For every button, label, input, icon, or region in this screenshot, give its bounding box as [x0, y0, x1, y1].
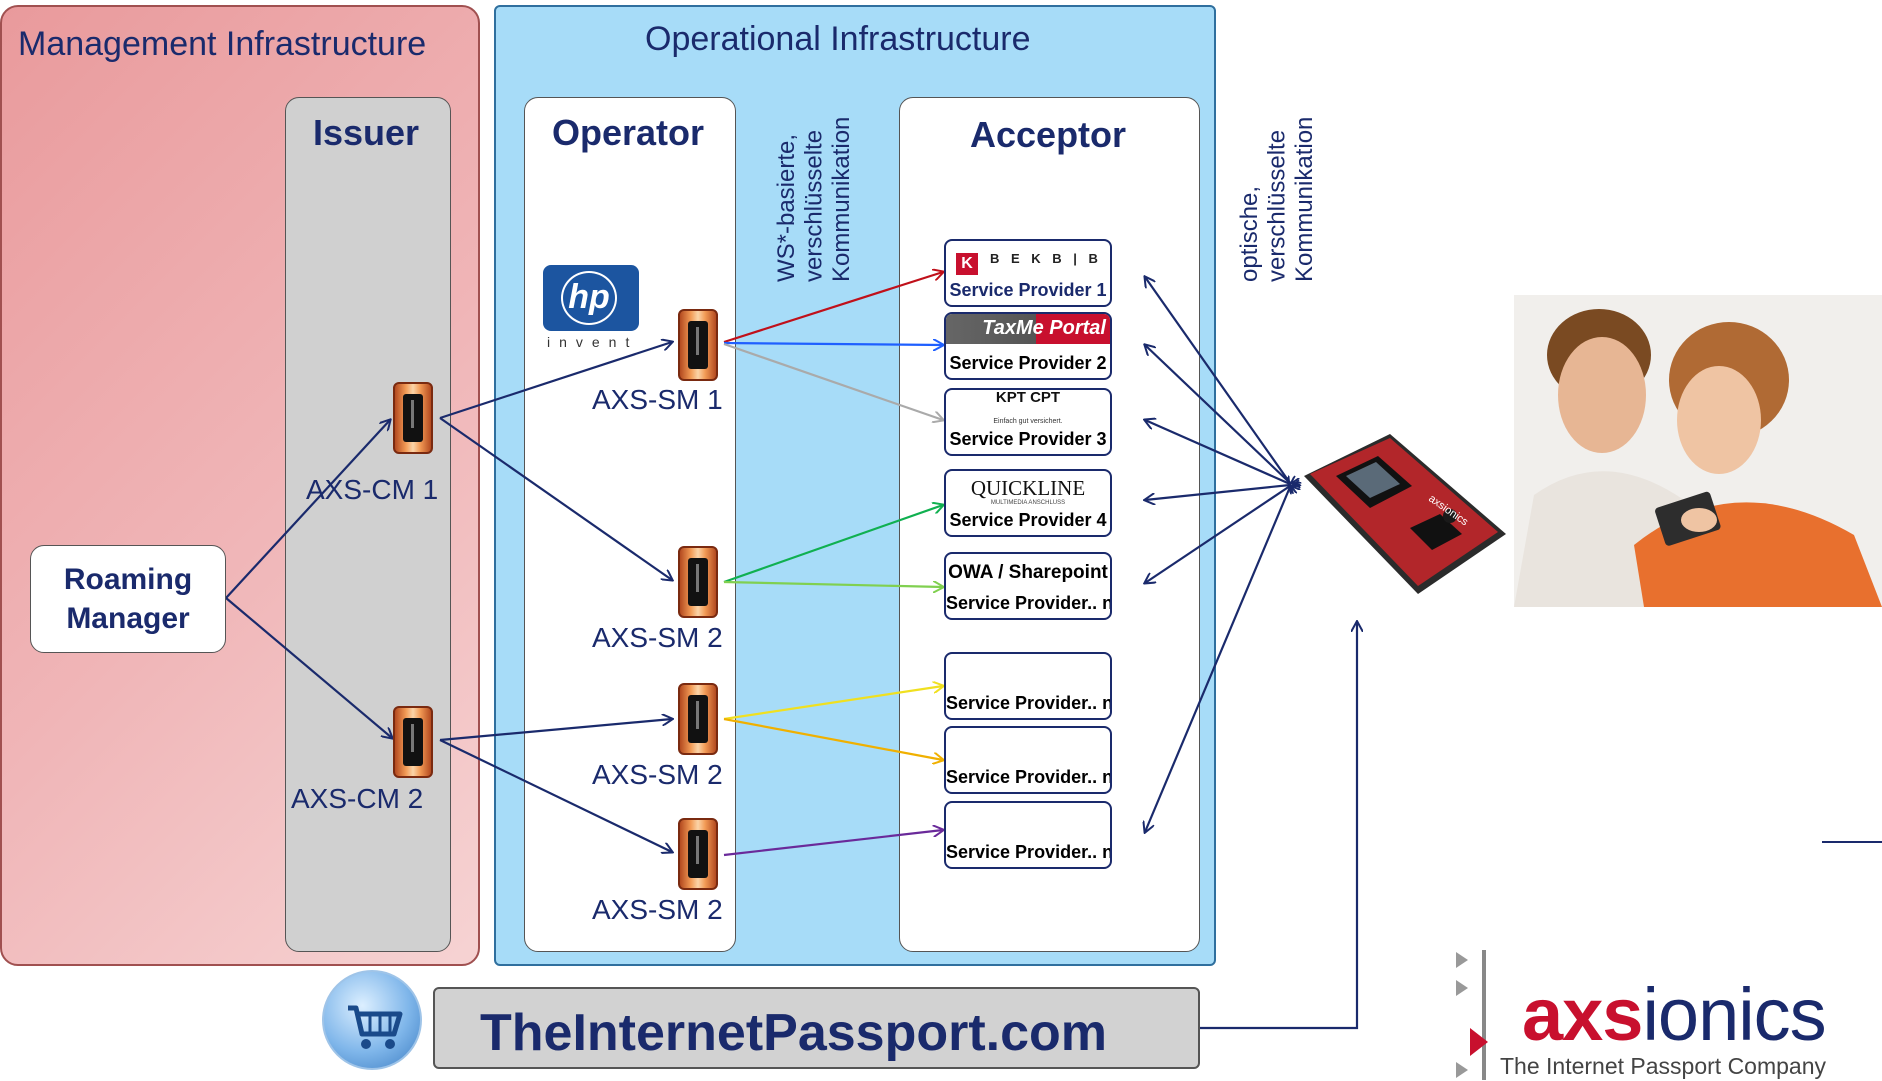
website-url-bar[interactable] [433, 987, 1200, 1069]
arrow-cm1-sm2a [439, 417, 672, 580]
owa-sharepoint-text: OWA / Sharepoint [948, 562, 1108, 583]
service-provider-1-label: Service Provider 1 [949, 280, 1107, 300]
service-provider-8[interactable]: Service Provider.. n [944, 801, 1112, 869]
axsionics-logo-mark-icon [1456, 950, 1488, 1080]
axs-passport-device-icon: axsionics [1304, 434, 1506, 594]
axs-cm-1-label: AXS-CM 1 [306, 474, 439, 505]
operator-title: Operator [552, 112, 705, 153]
server-axs-sm-1-icon [678, 309, 718, 381]
arrow-sm2a-sp4 [723, 505, 943, 584]
service-provider-2[interactable]: TaxMe Portal Service Provider 2 [944, 312, 1112, 380]
service-provider-5-label: Service Provider.. n [946, 593, 1112, 613]
website-url-text[interactable]: TheInternetPassport.com [480, 1004, 1108, 1062]
people-photo [1514, 295, 1882, 607]
taxme-logo-banner [946, 314, 1110, 344]
service-provider-7[interactable]: Service Provider.. n [944, 726, 1112, 794]
axsionics-tagline: The Internet Passport Company [1500, 1053, 1826, 1079]
arrow-roaming-cm1 [225, 420, 390, 599]
service-provider-7-label: Service Provider.. n [946, 767, 1112, 787]
management-infrastructure-title: Management Infrastructure [18, 25, 427, 63]
arrow-cm2-sm2b [439, 719, 672, 742]
arrow-sm2a-sp5 [723, 582, 943, 587]
hp-logo: hp [543, 265, 639, 331]
server-axs-sm-2c-icon [678, 818, 718, 890]
arrow-sm2b-sp7 [723, 717, 943, 760]
bekb-logo-text: B E K B | B C B E [990, 251, 1110, 266]
people-photo-illustration [1514, 295, 1882, 607]
arrow-device-sp8 [1145, 487, 1290, 832]
issuer-title: Issuer [313, 112, 420, 153]
service-provider-4[interactable]: QUICKLINE MULTIMEDIA ANSCHLUSS Service P… [944, 469, 1112, 537]
arrow-sm1-sp3 [723, 342, 943, 420]
shopping-cart-icon[interactable] [322, 970, 422, 1070]
arrow-device-sp5 [1145, 486, 1290, 583]
axsionics-logo-text: axsionics [1522, 973, 1827, 1056]
service-provider-1[interactable]: K B E K B | B C B E Service Provider 1 [944, 239, 1112, 307]
service-provider-3[interactable]: KPT CPT Einfach gut versichert. Service … [944, 388, 1112, 456]
service-provider-5[interactable]: OWA / Sharepoint Service Provider.. n [944, 552, 1112, 620]
arrow-cm2-sm2c [439, 739, 672, 852]
server-axs-cm-1-icon [393, 382, 433, 454]
service-provider-3-label: Service Provider 3 [949, 429, 1107, 449]
issuer-column [285, 97, 451, 952]
arrow-url-to-device [1200, 622, 1357, 1030]
kpt-logo-sub: Einfach gut versichert. [993, 418, 1063, 425]
bekb-logo-icon: K [956, 253, 978, 275]
server-axs-cm-2-icon [393, 706, 433, 778]
arrow-sm1-sp2 [723, 343, 943, 345]
service-provider-6-label: Service Provider.. n [946, 693, 1112, 713]
axs-sm-2a-label: AXS-SM 2 [592, 622, 723, 653]
service-provider-8-label: Service Provider.. n [946, 842, 1112, 862]
hp-tagline: invent [547, 334, 639, 350]
arrow-device-sp2 [1145, 345, 1290, 483]
acceptor-title: Acceptor [970, 114, 1127, 155]
kpt-logo-text: KPT CPT [995, 389, 1061, 406]
arrow-sm2b-sp6 [723, 686, 943, 721]
service-provider-6[interactable]: Service Provider.. n [944, 652, 1112, 720]
shopping-cart-glyph [348, 1005, 403, 1049]
quickline-logo-text: QUICKLINE [970, 476, 1086, 500]
operator-column [524, 97, 736, 952]
axs-cm-2-label: AXS-CM 2 [291, 783, 424, 814]
service-provider-4-label: Service Provider 4 [949, 510, 1107, 530]
arrow-sm1-sp1 [723, 272, 943, 344]
arrow-roaming-cm2 [225, 597, 392, 738]
arrow-sm2c-sp8 [723, 830, 943, 857]
arrow-device-sp3 [1145, 420, 1290, 484]
server-axs-sm-2b-icon [678, 683, 718, 755]
axs-sm-1-label: AXS-SM 1 [592, 384, 723, 415]
arrow-cm1-sm1 [439, 342, 672, 420]
axs-sm-2c-label: AXS-SM 2 [592, 894, 723, 925]
server-axs-sm-2a-icon [678, 546, 718, 618]
operational-infrastructure-title: Operational Infrastructure [645, 20, 1031, 58]
arrow-device-sp4 [1145, 485, 1290, 500]
axs-sm-2b-label: AXS-SM 2 [592, 759, 723, 790]
service-provider-2-label: Service Provider 2 [949, 353, 1107, 373]
taxme-logo-text: TaxMe Portal [982, 317, 1106, 339]
quickline-logo-sub: MULTIMEDIA ANSCHLUSS [990, 500, 1066, 506]
